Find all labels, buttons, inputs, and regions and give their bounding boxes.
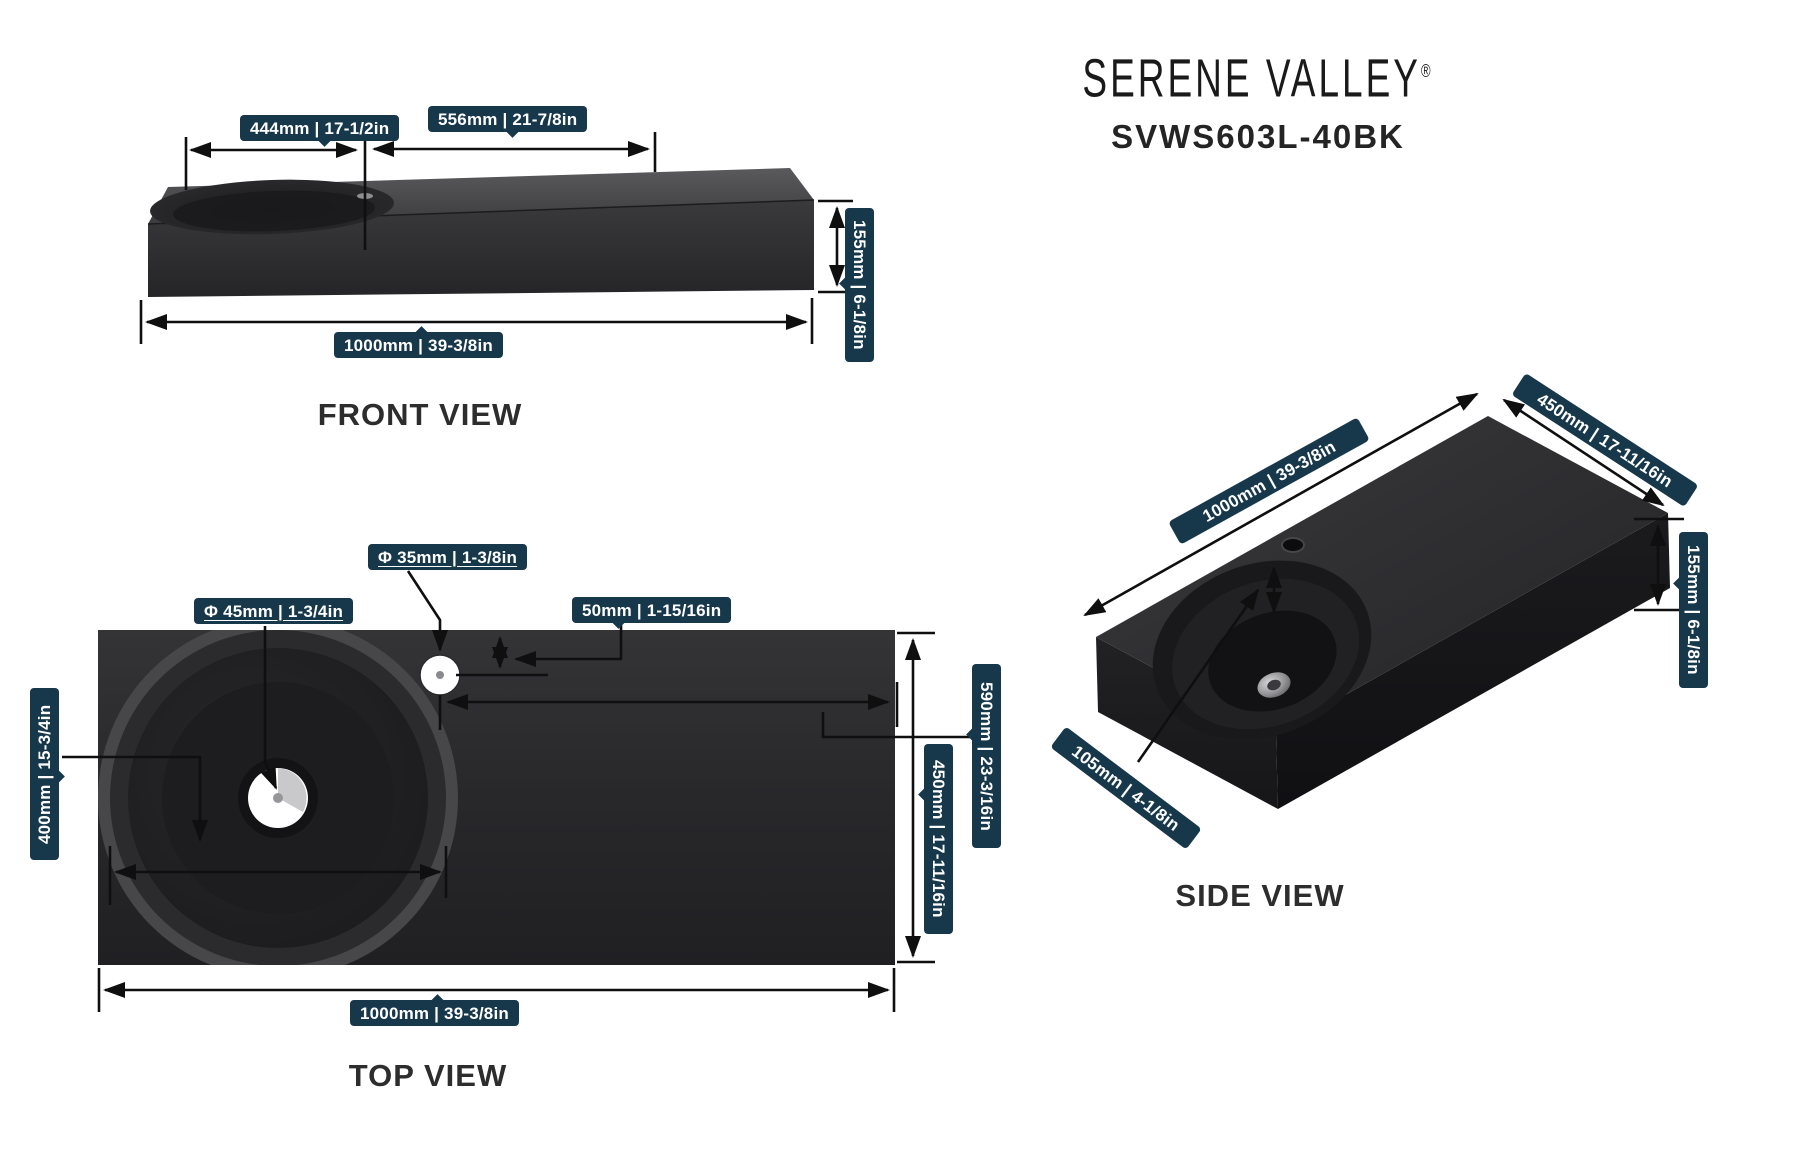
top-label-50: 50mm | 1-15/16in <box>572 597 732 629</box>
front-label-444: 444mm | 17-1/2in <box>240 115 400 147</box>
top-label-50-text: 50mm | 1-15/16in <box>582 600 722 620</box>
top-label-drain-dia: Φ 45mm | 1-3/4in <box>194 598 354 624</box>
top-view-sink <box>98 630 895 965</box>
brand-model: SVWS603L-40BK <box>1111 118 1405 155</box>
front-label-155: 155mm | 6-1/8in <box>839 208 874 362</box>
front-basin <box>150 179 394 235</box>
top-label-400-text: 400mm | 15-3/4in <box>35 704 54 844</box>
top-label-450: 450mm | 17-11/16in <box>918 744 953 934</box>
top-label-450-text: 450mm | 17-11/16in <box>929 760 948 918</box>
top-bracket-590 <box>821 712 970 739</box>
top-label-1000: 1000mm | 39-3/8in <box>350 994 519 1026</box>
front-view-title: FRONT VIEW <box>317 397 523 432</box>
front-label-444-text: 444mm | 17-1/2in <box>250 118 390 138</box>
brand-logo: SERENE VALLEY® <box>1028 49 1488 110</box>
front-label-556: 556mm | 21-7/8in <box>428 106 588 138</box>
top-leader-faucet <box>406 570 448 652</box>
side-arrow-450 <box>1502 398 1665 507</box>
top-label-1000-text: 1000mm | 39-3/8in <box>360 1003 509 1023</box>
front-label-556-text: 556mm | 21-7/8in <box>438 109 578 129</box>
top-view-title: TOP VIEW <box>348 1058 508 1093</box>
side-faucet-hole <box>1281 537 1305 553</box>
registered-mark: ® <box>1420 59 1434 82</box>
front-label-155-text: 155mm | 6-1/8in <box>850 220 869 350</box>
top-label-590: 590mm | 23-3/16in <box>966 664 1001 848</box>
front-view-dimensions <box>139 132 853 344</box>
top-leader-50 <box>514 624 623 667</box>
top-view-dimensions <box>62 570 970 1012</box>
top-label-400: 400mm | 15-3/4in <box>30 688 65 860</box>
top-leader-400 <box>62 755 208 842</box>
front-label-1000: 1000mm | 39-3/8in <box>334 326 503 358</box>
side-arrow-1000 <box>1083 392 1479 617</box>
side-leader-105 <box>1136 588 1260 763</box>
top-label-drain-dia-text: Φ 45mm | 1-3/4in <box>204 601 344 621</box>
side-view-dimensions <box>1083 392 1684 763</box>
front-label-1000-text: 1000mm | 39-3/8in <box>344 335 493 355</box>
side-view-sink <box>1096 416 1670 809</box>
side-view-title: SIDE VIEW <box>1175 878 1345 913</box>
side-label-155-text: 155mm | 6-1/8in <box>1684 545 1703 675</box>
front-view-sink <box>147 168 815 297</box>
top-label-faucet-dia: Φ 35mm | 1-3/8in <box>368 544 528 570</box>
top-label-faucet-dia-text: Φ 35mm | 1-3/8in <box>378 547 518 567</box>
top-label-590-text: 590mm | 23-3/16in <box>977 681 996 831</box>
top-drain-shadow <box>278 768 307 812</box>
top-leader-drain <box>260 626 278 790</box>
brand-name: SERENE VALLEY <box>1082 48 1421 108</box>
side-label-155: 155mm | 6-1/8in <box>1673 532 1708 688</box>
